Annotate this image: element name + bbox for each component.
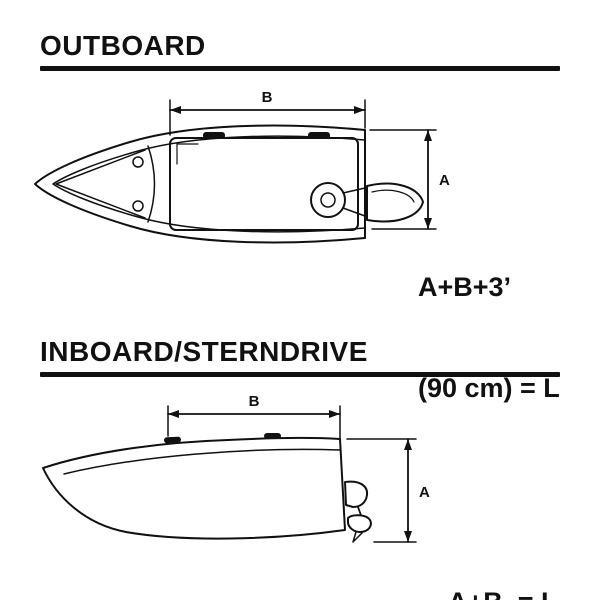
motor-mount (310, 182, 346, 218)
dimension-a: A (369, 129, 450, 230)
hull-outline (34, 124, 366, 244)
inboard-formula: A+B = L (448, 518, 558, 600)
outboard-cowl (366, 182, 424, 223)
arrowhead-up (404, 439, 412, 450)
deck-fitting (132, 156, 144, 168)
arrowhead-down (424, 218, 432, 229)
dimension-a-extension-lines (369, 129, 437, 230)
cleat (164, 436, 181, 444)
arrowhead-left (170, 106, 181, 114)
motor-hub (320, 192, 336, 208)
sterndrive-gearcase (347, 514, 372, 533)
outboard-boat-top-view-illustration: B A (34, 89, 450, 244)
dimension-b-label: B (249, 393, 260, 410)
dimension-a-label: A (419, 484, 430, 501)
inboard-divider (40, 372, 560, 377)
dimension-b: B (169, 89, 366, 136)
outboard-formula-line-2: (90 cm) = L (418, 372, 560, 403)
deck-inner-line (52, 135, 366, 233)
deck-fitting (132, 200, 144, 212)
bulkhead-line (147, 145, 156, 223)
dimension-b: B (167, 393, 341, 440)
cockpit-inner-corner (176, 143, 199, 165)
cleat (264, 433, 281, 439)
arrowhead-down (404, 531, 412, 542)
dimension-a: A (346, 438, 430, 543)
arrowhead-up (424, 130, 432, 141)
bow-v-lines (55, 149, 146, 219)
dimension-a-label: A (439, 172, 450, 189)
arrowhead-left (168, 410, 179, 418)
cockpit (169, 137, 359, 231)
hull-profile (42, 437, 346, 540)
outboard-divider (40, 66, 560, 71)
cleat (203, 132, 225, 139)
dimension-b-extension-lines (167, 405, 341, 440)
inboard-formula-line-1: A+B = L (448, 586, 558, 600)
dimension-b-extension-lines (169, 99, 366, 136)
arrowhead-right (329, 410, 340, 418)
inboard-boat-side-view-illustration: B A (42, 393, 430, 543)
inboard-heading: INBOARD/STERNDRIVE (40, 336, 368, 367)
sterndrive-skeg (352, 531, 363, 543)
arrowhead-right (354, 106, 365, 114)
boat-hull-side-view (42, 433, 372, 543)
outboard-formula-line-1: A+B+3’ (418, 271, 512, 302)
dimension-a-extension-lines (346, 438, 417, 543)
dimension-b-label: B (262, 89, 273, 106)
outboard-formula: A+B+3’ (90 cm) = L (418, 203, 560, 473)
motor-linkage (342, 187, 366, 217)
cleat (308, 132, 330, 139)
sheer-line (63, 448, 341, 475)
outboard-heading: OUTBOARD (40, 30, 206, 61)
boat-hull-top-view (34, 124, 424, 244)
cowl-detail-line (371, 189, 415, 203)
sterndrive-upper-unit (344, 480, 369, 508)
